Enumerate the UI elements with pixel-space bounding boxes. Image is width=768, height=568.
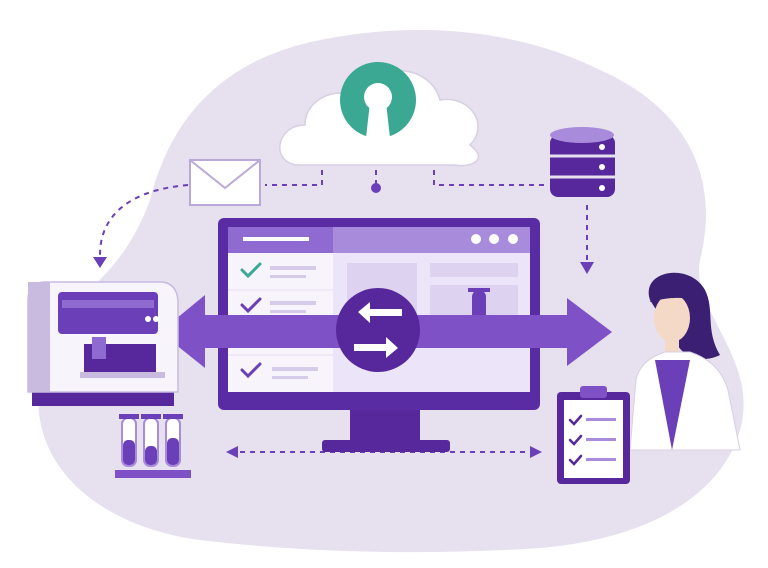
cloud-lock-icon xyxy=(279,62,479,167)
checklist xyxy=(240,262,262,379)
lab-analyzer-icon xyxy=(27,281,179,406)
test-tubes-icon xyxy=(115,414,191,478)
database-icon xyxy=(550,127,615,197)
scientist-icon xyxy=(629,272,741,451)
sync-arrows-icon xyxy=(336,288,420,372)
data-flow-arrows xyxy=(160,295,612,368)
envelope-icon xyxy=(189,159,261,206)
clipboard-checklist-icon xyxy=(557,386,630,484)
